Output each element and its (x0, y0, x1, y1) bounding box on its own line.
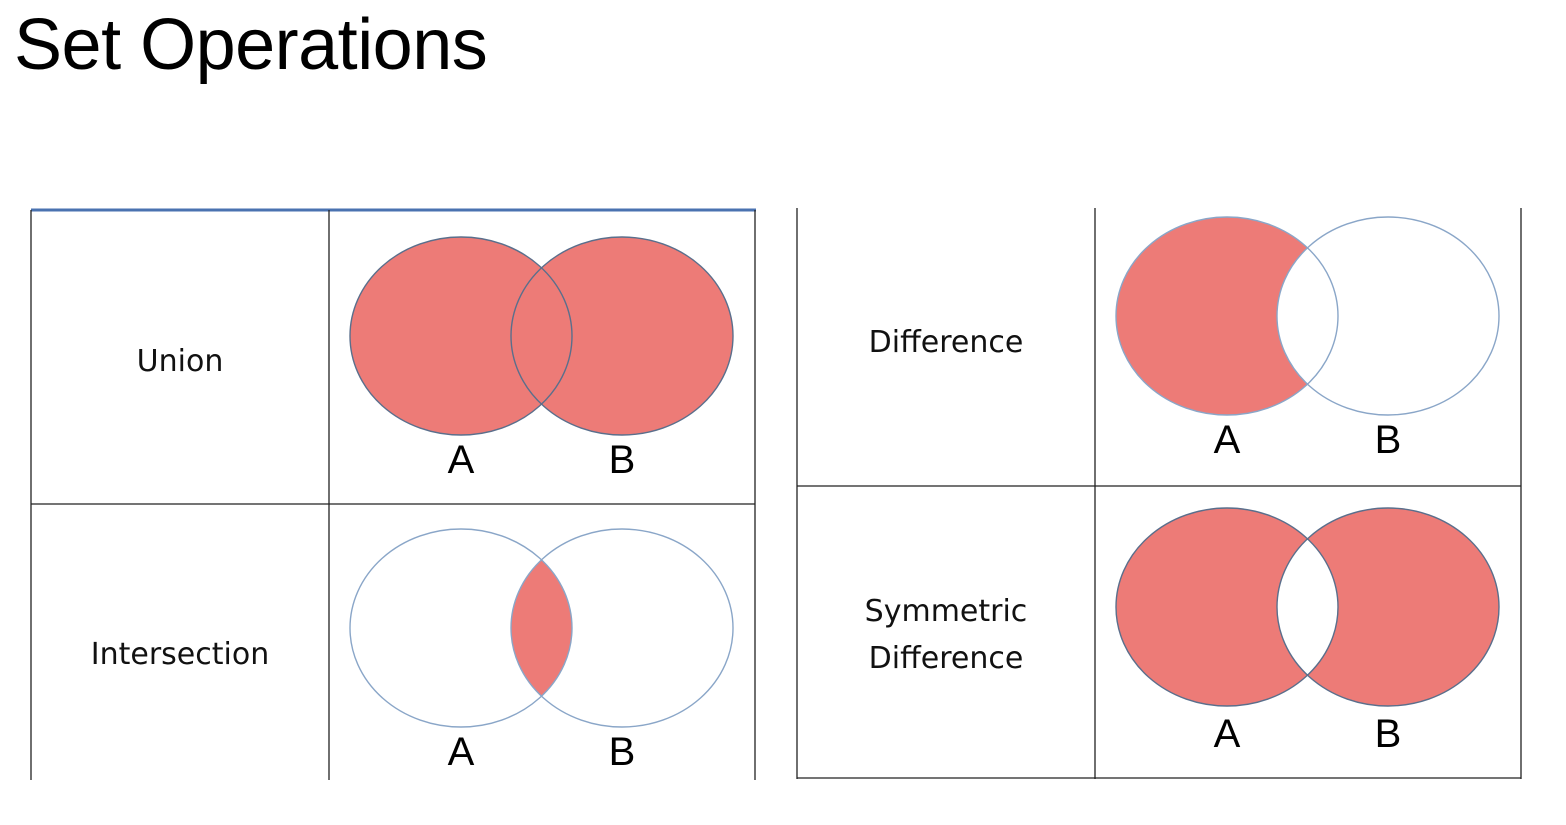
intersection-venn (349, 528, 734, 728)
symmetric-difference-set-a-circle (1115, 507, 1339, 707)
intersection-overlap-fill (511, 529, 572, 727)
union-set-b-label: B (609, 438, 636, 482)
intersection-label: Intersection (91, 637, 269, 672)
union-venn (349, 236, 734, 436)
union-set-a-label: A (448, 438, 475, 482)
intersection-set-a-circle (349, 528, 573, 728)
union-set-b-circle (510, 236, 734, 436)
difference-row: Difference A B (869, 216, 1500, 462)
difference-set-a-label: A (1214, 418, 1241, 462)
left-table (30, 208, 756, 780)
symmetric-difference-label-line2: Difference (869, 641, 1024, 676)
difference-label: Difference (869, 325, 1024, 360)
difference-set-a-circle (1115, 216, 1339, 416)
intersection-row: Intersection A B (91, 528, 734, 774)
difference-venn (1115, 216, 1500, 416)
intersection-set-a-label: A (448, 730, 475, 774)
union-label: Union (137, 344, 224, 379)
symmetric-difference-row: Symmetric Difference A B (865, 507, 1500, 756)
right-table (796, 208, 1522, 779)
symmetric-difference-b-fill (1277, 508, 1499, 706)
difference-a-only-fill (1116, 217, 1338, 415)
union-set-a-circle (349, 236, 573, 436)
symmetric-difference-set-b-label: B (1375, 712, 1402, 756)
intersection-set-b-label: B (609, 730, 636, 774)
page-title: Set Operations (14, 5, 488, 85)
symmetric-difference-set-a-label: A (1214, 712, 1241, 756)
union-set-b-fill (511, 237, 733, 435)
symmetric-difference-venn (1115, 507, 1500, 707)
difference-set-b-circle (1276, 216, 1500, 416)
union-row: Union A B (137, 236, 734, 482)
intersection-set-b-circle (510, 528, 734, 728)
symmetric-difference-label-line1: Symmetric (865, 594, 1028, 629)
difference-set-b-label: B (1375, 418, 1402, 462)
union-set-a-fill (350, 237, 572, 435)
symmetric-difference-set-b-circle (1276, 507, 1500, 707)
